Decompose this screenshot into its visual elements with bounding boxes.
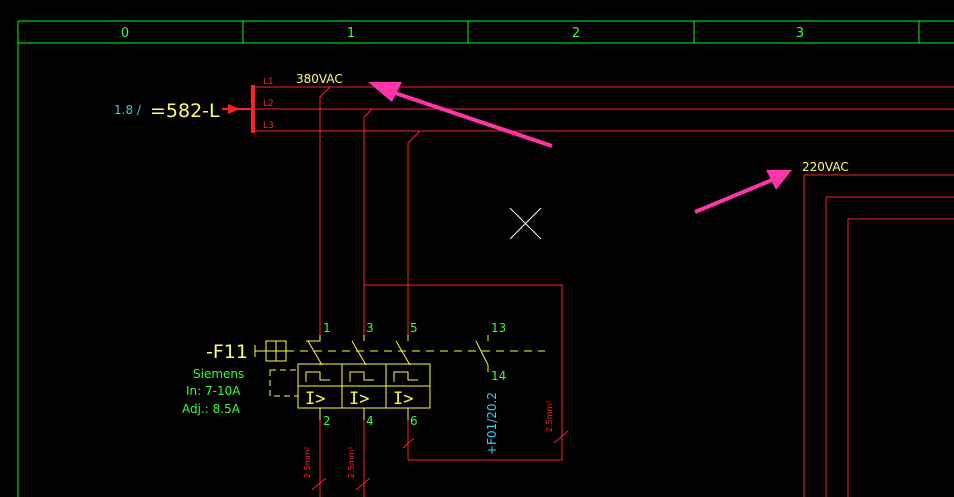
wire-220vac-inner2 bbox=[847, 218, 954, 497]
breaker-current-range: In: 7-10A bbox=[186, 384, 241, 398]
terminal-1: 1 bbox=[323, 321, 331, 335]
trip-label-2: I> bbox=[349, 389, 369, 409]
terminal-5: 5 bbox=[410, 321, 418, 335]
cable-size-2: 2.5mm² bbox=[347, 446, 356, 478]
source-page-ref[interactable]: 1.8 / bbox=[114, 103, 142, 117]
terminal-2: 2 bbox=[323, 414, 331, 428]
phase-label-l1: L1 bbox=[263, 77, 274, 87]
wire-l2-drop bbox=[363, 108, 563, 461]
phase-label-l3: L3 bbox=[263, 121, 274, 131]
wire-220vac-outer bbox=[803, 174, 954, 497]
source-designation[interactable]: =582-L bbox=[150, 100, 220, 122]
terminal-4: 4 bbox=[366, 414, 374, 428]
breaker-setting: Adj.: 8.5A bbox=[182, 402, 241, 416]
wire-l1-drop bbox=[319, 86, 331, 335]
trip-label-3: I> bbox=[393, 389, 413, 409]
terminal-14: 14 bbox=[491, 369, 506, 383]
terminal-6: 6 bbox=[410, 414, 418, 428]
voltage-label-220: 220VAC bbox=[802, 160, 849, 174]
wiring bbox=[255, 86, 954, 497]
pink-arrow-icon bbox=[368, 82, 553, 148]
terminal-3: 3 bbox=[366, 321, 374, 335]
source-terminal[interactable]: L1 L2 L3 bbox=[222, 77, 274, 133]
column-label-0: 0 bbox=[121, 26, 129, 41]
aux-contact-reference[interactable]: +F01/20.2 bbox=[485, 392, 499, 455]
drawing-frame bbox=[17, 20, 954, 497]
cable-size-1: 2.5mm² bbox=[303, 446, 312, 478]
wire-220vac-inner bbox=[825, 196, 954, 497]
terminal-13: 13 bbox=[491, 321, 506, 335]
cable-size-3: 2.5mm² bbox=[545, 400, 554, 432]
column-label-3: 3 bbox=[796, 26, 804, 41]
wire-l3-drop bbox=[407, 130, 421, 335]
column-header: 0 1 2 3 bbox=[121, 26, 804, 41]
phase-label-l2: L2 bbox=[263, 99, 274, 109]
column-label-1: 1 bbox=[347, 26, 355, 41]
trip-labels: I> I> I> bbox=[305, 389, 413, 409]
pink-arrow-icon bbox=[694, 170, 792, 214]
breaker-symbol[interactable] bbox=[254, 335, 545, 420]
x-cross-icon bbox=[509, 207, 542, 240]
breaker-tag[interactable]: -F11 bbox=[206, 341, 248, 363]
trip-label-1: I> bbox=[305, 389, 325, 409]
terminal-numbers: 1 3 5 13 2 4 6 14 bbox=[323, 321, 506, 428]
source-arrow-icon bbox=[228, 104, 240, 114]
breaker-manufacturer: Siemens bbox=[193, 367, 244, 381]
column-label-2: 2 bbox=[572, 26, 580, 41]
voltage-label-380: 380VAC bbox=[296, 72, 343, 86]
